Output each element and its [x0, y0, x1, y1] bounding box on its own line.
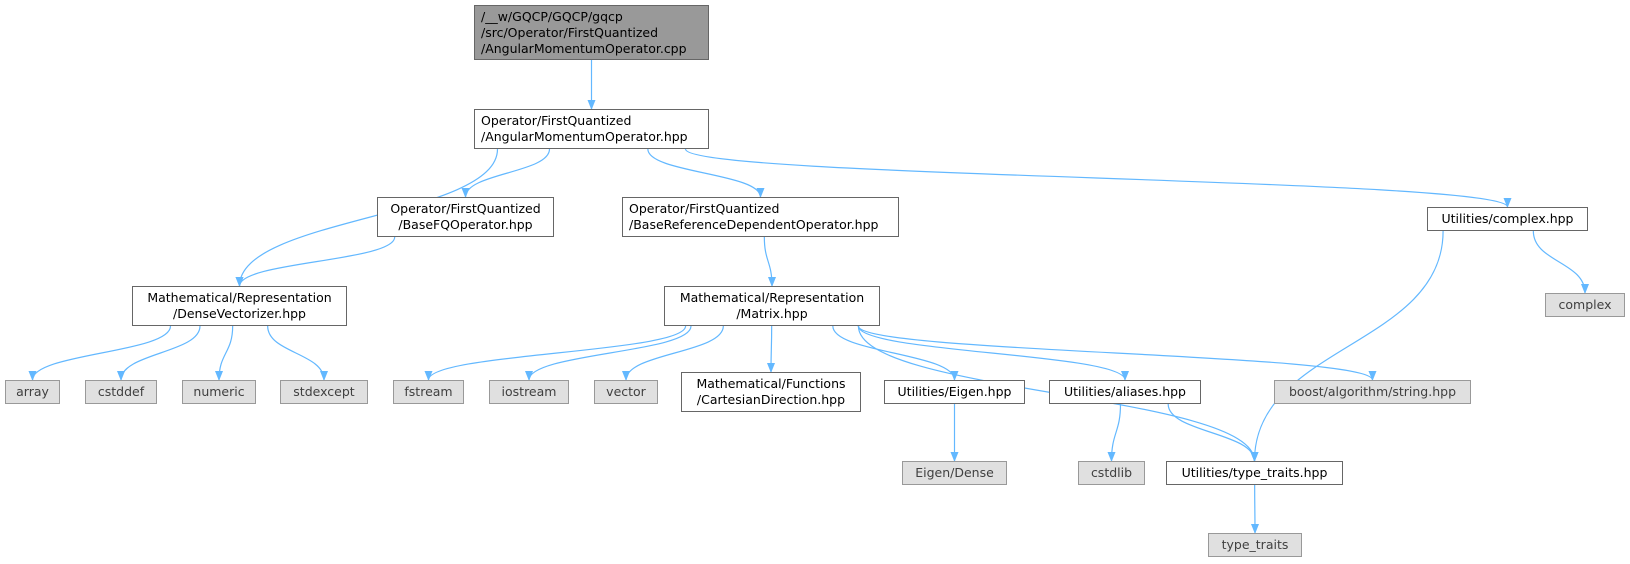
node-label-line: stdexcept — [293, 384, 355, 399]
node-array[interactable]: array — [5, 380, 60, 404]
node-base-reference-dependent-operator-hpp[interactable]: Operator/FirstQuantized/BaseReferenceDep… — [622, 197, 899, 237]
node-complex[interactable]: complex — [1545, 293, 1625, 317]
edge-matrix-to-iostream — [525, 325, 692, 381]
node-label-line: type_traits — [1221, 537, 1289, 552]
node-angular-momentum-operator-hpp[interactable]: Operator/FirstQuantized/AngularMomentumO… — [474, 109, 709, 149]
node-label-line: /AngularMomentumOperator.hpp — [481, 129, 688, 144]
node-label-line: Utilities/Eigen.hpp — [897, 384, 1012, 399]
edge-matrix-to-aliases — [857, 325, 1129, 381]
edge-angular_hpp-to-complex_hpp — [684, 148, 1512, 208]
node-type-traits[interactable]: type_traits — [1208, 533, 1302, 557]
edge-angular_hpp-to-basefq — [461, 148, 551, 198]
node-label-line: Mathematical/Functions — [696, 376, 846, 391]
node-label-line: vector — [606, 384, 646, 399]
edge-matrix-to-boost — [857, 325, 1377, 381]
node-fstream[interactable]: fstream — [393, 380, 464, 404]
node-dense-vectorizer-hpp[interactable]: Mathematical/Representation/DenseVectori… — [132, 286, 347, 326]
node-label-line: cstdlib — [1090, 465, 1133, 480]
node-base-fq-operator-hpp[interactable]: Operator/FirstQuantized/BaseFQOperator.h… — [377, 197, 554, 237]
node-iostream[interactable]: iostream — [489, 380, 569, 404]
node-label-line: Operator/FirstQuantized — [390, 201, 541, 216]
edge-basefq-to-densevec — [235, 236, 396, 287]
node-label-line: Eigen/Dense — [915, 465, 994, 480]
node-label-line: Mathematical/Representation — [679, 290, 865, 305]
node-eigen-dense[interactable]: Eigen/Dense — [902, 461, 1007, 485]
node-label-line: /AngularMomentumOperator.cpp — [481, 40, 687, 56]
node-vector[interactable]: vector — [594, 380, 658, 404]
edge-complex_hpp-to-complex — [1532, 230, 1589, 294]
node-label-line: Mathematical/Representation — [147, 290, 332, 305]
node-label-line: /Matrix.hpp — [736, 306, 808, 321]
node-utilities-complex-hpp[interactable]: Utilities/complex.hpp — [1427, 207, 1588, 231]
edge-densevec-to-array — [28, 325, 172, 381]
node-root-file[interactable]: /__w/GQCP/GQCP/gqcp/src/Operator/FirstQu… — [474, 5, 709, 60]
edge-matrix-to-cartesian — [767, 325, 776, 373]
node-label-line: /BaseReferenceDependentOperator.hpp — [629, 217, 879, 232]
node-cstdlib[interactable]: cstdlib — [1078, 461, 1145, 485]
edge-angular_hpp-to-densevec — [235, 148, 499, 287]
edge-densevec-to-stdexcept — [267, 325, 328, 381]
edge-complex_hpp-to-type_traits_hpp — [1250, 230, 1444, 462]
edge-matrix-to-fstream — [424, 325, 687, 381]
node-label-line: /src/Operator/FirstQuantized — [481, 24, 659, 40]
node-label-line: Utilities/aliases.hpp — [1063, 384, 1186, 399]
edge-baseref-to-matrix — [763, 236, 776, 287]
node-stdexcept[interactable]: stdexcept — [280, 380, 368, 404]
node-label-line: /CartesianDirection.hpp — [696, 392, 846, 407]
node-label-line: /DenseVectorizer.hpp — [173, 306, 306, 321]
edge-densevec-to-numeric — [215, 325, 234, 381]
node-cstddef[interactable]: cstddef — [85, 380, 157, 404]
edge-densevec-to-cstddef — [117, 325, 201, 381]
edge-matrix-to-vector — [622, 325, 724, 381]
node-numeric[interactable]: numeric — [182, 380, 256, 404]
node-label-line: fstream — [404, 384, 453, 399]
edge-aliases-to-cstdlib — [1107, 403, 1122, 462]
node-label-line: array — [16, 384, 49, 399]
node-matrix-hpp[interactable]: Mathematical/Representation/Matrix.hpp — [664, 286, 880, 326]
node-label-line: cstddef — [97, 384, 145, 399]
node-boost-algorithm-string-hpp[interactable]: boost/algorithm/string.hpp — [1274, 380, 1471, 404]
node-label-line: /__w/GQCP/GQCP/gqcp — [481, 8, 623, 24]
node-label-line: Operator/FirstQuantized — [629, 201, 780, 216]
edge-matrix-to-eigen_hpp — [832, 325, 959, 381]
node-label-line: numeric — [193, 384, 245, 399]
node-label-line: boost/algorithm/string.hpp — [1288, 384, 1457, 399]
node-cartesian-direction-hpp[interactable]: Mathematical/Functions/CartesianDirectio… — [681, 372, 861, 412]
node-label-line: Utilities/complex.hpp — [1441, 211, 1574, 226]
node-utilities-eigen-hpp[interactable]: Utilities/Eigen.hpp — [884, 380, 1025, 404]
node-utilities-aliases-hpp[interactable]: Utilities/aliases.hpp — [1049, 380, 1201, 404]
node-utilities-type-traits-hpp[interactable]: Utilities/type_traits.hpp — [1166, 461, 1343, 485]
node-label-line: /BaseFQOperator.hpp — [398, 217, 533, 232]
node-label-line: complex — [1558, 297, 1612, 312]
node-label-line: Utilities/type_traits.hpp — [1181, 465, 1328, 480]
node-label-line: Operator/FirstQuantized — [481, 113, 632, 128]
edge-angular_hpp-to-baseref — [647, 148, 765, 198]
node-label-line: iostream — [501, 384, 557, 399]
edge-aliases-to-type_traits_hpp — [1167, 403, 1259, 462]
